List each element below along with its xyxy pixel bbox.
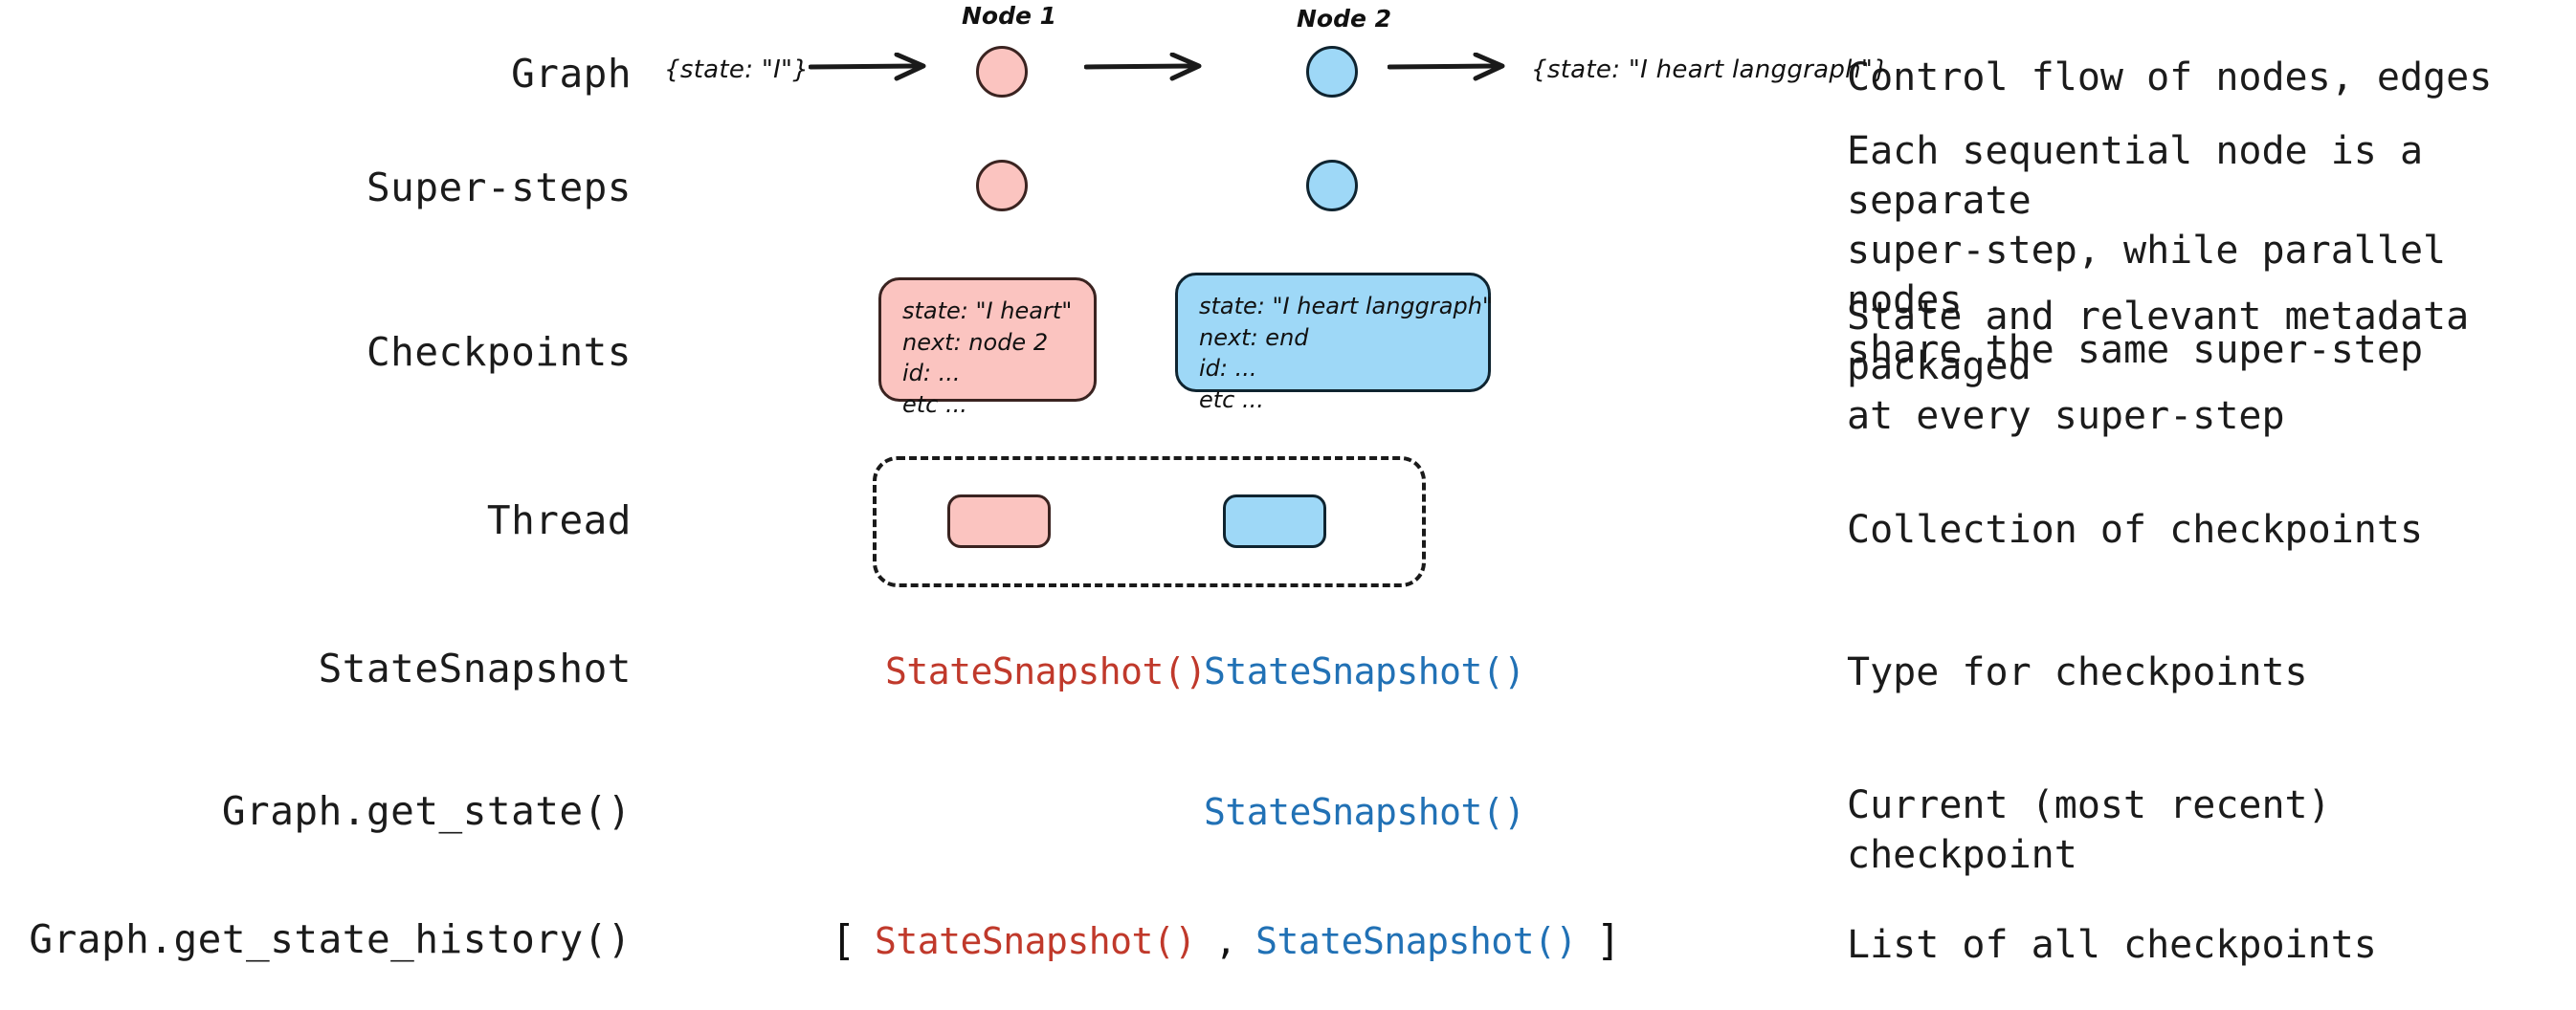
checkpoint-pink-line-3: id: ...: [902, 360, 961, 387]
thread-checkpoint-chip-pink: [947, 494, 1051, 548]
thread-checkpoint-chip-blue: [1223, 494, 1326, 548]
super-step-node-2-circle: [1306, 160, 1358, 211]
row-label-graph: Graph: [511, 51, 632, 97]
list-open-bracket: [: [831, 916, 856, 965]
description-graph: Control flow of nodes, edges: [1847, 55, 2493, 99]
checkpoint-pink-line-2: next: node 2: [902, 328, 1049, 356]
row-label-graph-get-state: Graph.get_state(): [221, 788, 632, 834]
super-step-node-1-circle: [976, 160, 1028, 211]
node-2-tag: Node 2: [1297, 5, 1392, 33]
statesnapshot-token-red: StateSnapshot(): [885, 650, 1207, 692]
row-label-checkpoints: Checkpoints: [366, 329, 632, 375]
edge-arrow-1: [809, 53, 926, 81]
edge-arrow-3: [1388, 53, 1505, 81]
history-token-red: StateSnapshot(): [875, 920, 1196, 962]
row-label-statesnapshot: StateSnapshot: [318, 646, 632, 692]
checkpoint-blue-line-1: state: "I heart langgraph": [1199, 293, 1493, 319]
history-token-blue: StateSnapshot(): [1255, 920, 1577, 962]
checkpoint-blue-line-3: id: ...: [1199, 355, 1257, 383]
list-close-bracket: ]: [1595, 916, 1622, 965]
row-label-graph-get-state-history: Graph.get_state_history(): [29, 916, 632, 962]
graph-node-1-circle: [976, 46, 1028, 98]
checkpoint-blue-line-2: next: end: [1199, 323, 1309, 351]
get-state-result-token: StateSnapshot(): [1204, 791, 1525, 833]
description-checkpoints: State and relevant metadata packaged at …: [1847, 295, 2470, 438]
edge-arrow-2: [1084, 53, 1202, 81]
checkpoint-card-blue: state: "I heart langgraph" next: end id:…: [1175, 273, 1493, 413]
checkpoint-blue-line-4: etc ...: [1199, 385, 1264, 413]
row-label-super-steps: Super-steps: [366, 165, 632, 210]
description-graph-get-state: Current (most recent) checkpoint: [1847, 783, 2331, 877]
checkpoint-pink-line-1: state: "I heart": [902, 297, 1073, 324]
statesnapshot-token-blue: StateSnapshot(): [1204, 650, 1525, 692]
list-comma: ,: [1214, 920, 1237, 962]
description-thread: Collection of checkpoints: [1847, 508, 2424, 552]
graph-node-2-circle: [1306, 46, 1358, 98]
thread-container: [873, 456, 1426, 587]
description-super-steps: Each sequential node is a separate super…: [1847, 129, 2447, 372]
description-graph-get-state-history: List of all checkpoints: [1847, 923, 2377, 967]
checkpoint-card-pink: state: "I heart" next: node 2 id: ... et…: [878, 277, 1097, 418]
checkpoint-pink-line-4: etc ...: [902, 390, 967, 418]
output-state-label: {state: "I heart langgraph"}: [1531, 55, 1890, 84]
node-1-tag: Node 1: [962, 2, 1057, 30]
input-state-label: {state: "I"}: [664, 55, 810, 84]
get-state-history-result-list: [ StateSnapshot() , StateSnapshot() ]: [821, 920, 1631, 962]
description-statesnapshot: Type for checkpoints: [1847, 650, 2308, 694]
row-label-thread: Thread: [486, 497, 632, 543]
